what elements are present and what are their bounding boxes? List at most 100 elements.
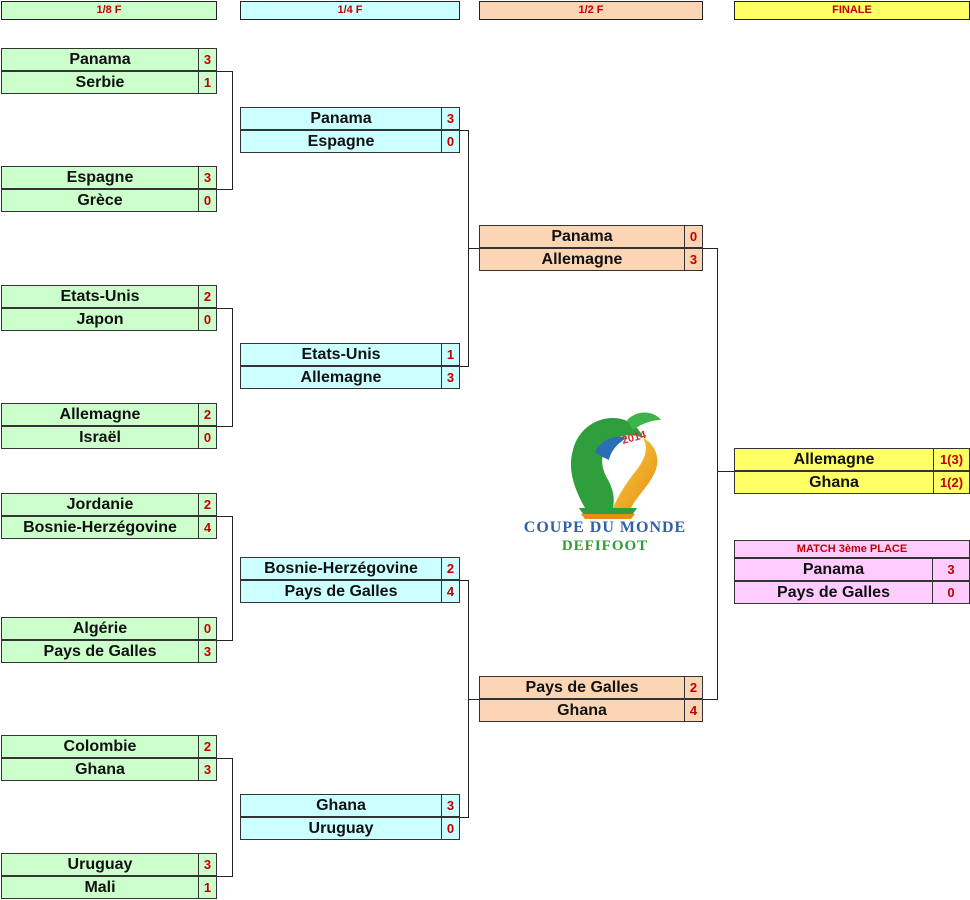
team-name: Ghana xyxy=(241,795,442,816)
team-name: Etats-Unis xyxy=(2,286,199,307)
qf-match-4-team-2: Uruguay 0 xyxy=(240,817,460,840)
team-name: Japon xyxy=(2,309,199,330)
bracket-line xyxy=(460,130,469,131)
team-score: 2 xyxy=(203,739,212,754)
bracket-line xyxy=(217,876,233,877)
team-name: Ghana xyxy=(735,472,934,493)
sf-match-1-team-1: Panama 0 xyxy=(479,225,703,248)
team-name: Serbie xyxy=(2,72,199,93)
team-score: 0 xyxy=(203,193,212,208)
team-score: 3 xyxy=(947,562,955,577)
team-name: Pays de Galles xyxy=(735,582,933,603)
team-score: 3 xyxy=(203,762,212,777)
r16-match-1-team-2: Serbie 1 xyxy=(1,71,217,94)
logo-title: COUPE DU MONDE xyxy=(523,519,687,536)
qf-match-1-team-1: Panama 3 xyxy=(240,107,460,130)
team-score: 3 xyxy=(203,644,212,659)
team-name: Ghana xyxy=(2,759,199,780)
team-score: 2 xyxy=(446,561,455,576)
bracket-line xyxy=(717,471,734,472)
team-score: 3 xyxy=(446,370,455,385)
team-score: 1(3) xyxy=(939,452,964,467)
team-score: 3 xyxy=(203,857,212,872)
team-name: Allemagne xyxy=(2,404,199,425)
r16-match-3-team-1: Etats-Unis 2 xyxy=(1,285,217,308)
team-score: 2 xyxy=(203,289,212,304)
r16-match-8-team-2: Mali 1 xyxy=(1,876,217,899)
team-name: Pays de Galles xyxy=(241,581,442,602)
bracket-line xyxy=(460,366,469,367)
header-semi-finals: 1/2 F xyxy=(479,1,703,20)
team-score: 1 xyxy=(203,880,212,895)
team-score: 0 xyxy=(446,821,455,836)
header-quarter-finals: 1/4 F xyxy=(240,1,460,20)
qf-match-3-team-1: Bosnie-Herzégovine 2 xyxy=(240,557,460,580)
header-final: FINALE xyxy=(734,1,970,20)
bracket-line xyxy=(468,699,479,700)
team-score: 0 xyxy=(947,585,955,600)
team-name: Panama xyxy=(2,49,199,70)
team-score: 3 xyxy=(689,252,698,267)
team-name: Pays de Galles xyxy=(2,641,199,662)
bracket-line xyxy=(232,516,233,641)
qf-match-2-team-2: Allemagne 3 xyxy=(240,366,460,389)
team-score: 0 xyxy=(689,229,698,244)
bracket-line xyxy=(232,71,233,190)
team-score: 3 xyxy=(446,798,455,813)
r16-match-6-team-1: Algérie 0 xyxy=(1,617,217,640)
team-score: 2 xyxy=(689,680,698,695)
team-name: Bosnie-Herzégovine xyxy=(241,558,442,579)
sf-match-2-team-1: Pays de Galles 2 xyxy=(479,676,703,699)
bracket-line xyxy=(217,640,233,641)
qf-match-4-team-1: Ghana 3 xyxy=(240,794,460,817)
bracket-line xyxy=(232,758,233,877)
team-score: 0 xyxy=(203,621,212,636)
team-name: Algérie xyxy=(2,618,199,639)
bracket-line xyxy=(703,699,718,700)
team-name: Panama xyxy=(735,559,933,580)
bracket-line xyxy=(217,308,233,309)
world-cup-trophy-logo: 2014 xyxy=(570,412,661,519)
team-score: 3 xyxy=(203,170,212,185)
r16-match-2-team-1: Espagne 3 xyxy=(1,166,217,189)
team-name: Ghana xyxy=(480,700,685,721)
team-name: Mali xyxy=(2,877,199,898)
bracket-line xyxy=(703,248,718,249)
bracket-line xyxy=(717,248,718,700)
bracket-line xyxy=(217,758,233,759)
third-place-team-1: Panama 3 xyxy=(734,558,970,581)
team-score: 3 xyxy=(446,111,455,126)
team-score: 0 xyxy=(203,312,212,327)
team-name: Panama xyxy=(241,108,442,129)
team-name: Israël xyxy=(2,427,199,448)
team-score: 4 xyxy=(203,520,212,535)
bracket-line xyxy=(460,817,469,818)
team-score: 1 xyxy=(203,75,212,90)
team-name: Allemagne xyxy=(241,367,442,388)
qf-match-3-team-2: Pays de Galles 4 xyxy=(240,580,460,603)
team-score: 0 xyxy=(446,134,455,149)
team-name: Panama xyxy=(480,226,685,247)
bracket-line xyxy=(217,71,233,72)
team-name: Uruguay xyxy=(241,818,442,839)
team-name: Espagne xyxy=(2,167,199,188)
bracket-line xyxy=(232,308,233,427)
team-score: 4 xyxy=(446,584,455,599)
team-score: 0 xyxy=(203,430,212,445)
header-round-of-16: 1/8 F xyxy=(1,1,217,20)
third-place-team-2: Pays de Galles 0 xyxy=(734,581,970,604)
logo-subtitle: DEFIFOOT xyxy=(561,538,649,554)
team-name: Pays de Galles xyxy=(480,677,685,698)
